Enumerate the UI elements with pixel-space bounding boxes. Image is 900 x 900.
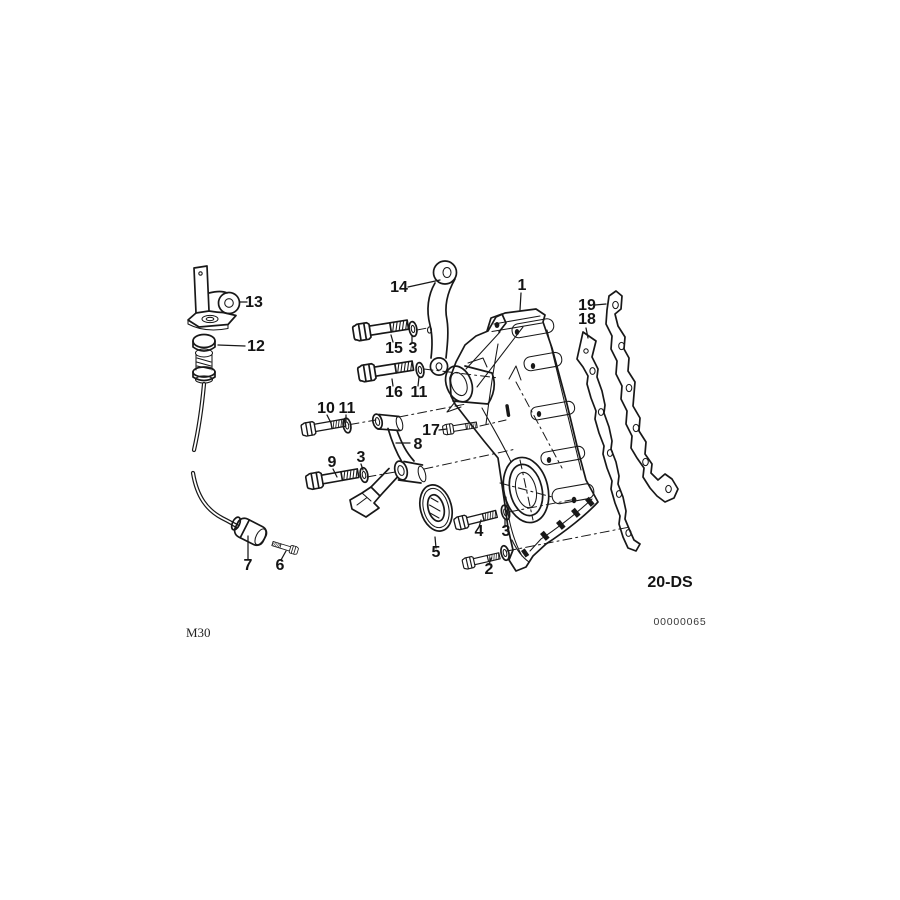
- callout-6: 6: [276, 557, 285, 574]
- holder-bracket-13: [187, 265, 241, 331]
- callout-12: 12: [247, 338, 265, 355]
- callout-9: 9: [328, 454, 337, 471]
- plug-12: [192, 333, 216, 384]
- distributor-boss: [444, 357, 496, 413]
- callout-3-a: 3: [409, 340, 418, 357]
- callout-13: 13: [245, 294, 263, 311]
- callout-2: 2: [485, 561, 494, 578]
- shaft-seal-5: [418, 484, 454, 532]
- bolt-16: [356, 356, 415, 384]
- caption-group-code: 20-DS: [647, 574, 693, 591]
- callout-19: 19: [578, 297, 596, 314]
- callout-14: 14: [390, 279, 408, 296]
- pulse-sensor-7: [190, 470, 268, 547]
- caption-model-code: M30: [186, 625, 211, 640]
- callout-1: 1: [518, 277, 527, 294]
- bolt-15: [351, 315, 410, 343]
- washer-11-upper: [414, 361, 426, 379]
- callout-11-b: 11: [339, 400, 356, 417]
- callout-18: 18: [578, 311, 596, 328]
- washer-11-lower: [498, 544, 512, 562]
- callout-3-b: 3: [357, 449, 366, 466]
- callout-7: 7: [244, 557, 253, 574]
- caption-drawing-number: 00000065: [653, 616, 706, 628]
- callout-4: 4: [475, 523, 484, 540]
- timing-case-cover-1: [444, 308, 599, 572]
- callout-15: 15: [385, 340, 403, 357]
- bolt-2: [461, 549, 502, 571]
- support-bracket-14: [426, 260, 458, 376]
- leader-lines: [217, 279, 607, 566]
- gasket-18: [576, 331, 641, 552]
- alignment-centerlines: [349, 327, 631, 552]
- callout-5: 5: [432, 544, 441, 561]
- callouts: 1 14 15 3 16 11 10 11 17 8 9 3 19 18 13 …: [244, 277, 596, 578]
- callout-3-c: 3: [502, 523, 511, 540]
- callout-10: 10: [317, 400, 335, 417]
- guide-bracket-8: [349, 413, 427, 518]
- guide-tube: [191, 381, 207, 453]
- callout-11-a: 11: [411, 384, 428, 401]
- callout-8: 8: [414, 436, 423, 453]
- flange-notches: [521, 496, 595, 558]
- washer-3-mid: [358, 466, 370, 484]
- washer-11-mid: [341, 416, 353, 435]
- callout-17: 17: [422, 422, 440, 439]
- captions: 20-DS 00000065 M30: [186, 574, 706, 640]
- washer-3-upper: [407, 320, 419, 338]
- bolt-10: [299, 415, 347, 438]
- gasket-19: [605, 290, 679, 503]
- callout-16: 16: [385, 384, 403, 401]
